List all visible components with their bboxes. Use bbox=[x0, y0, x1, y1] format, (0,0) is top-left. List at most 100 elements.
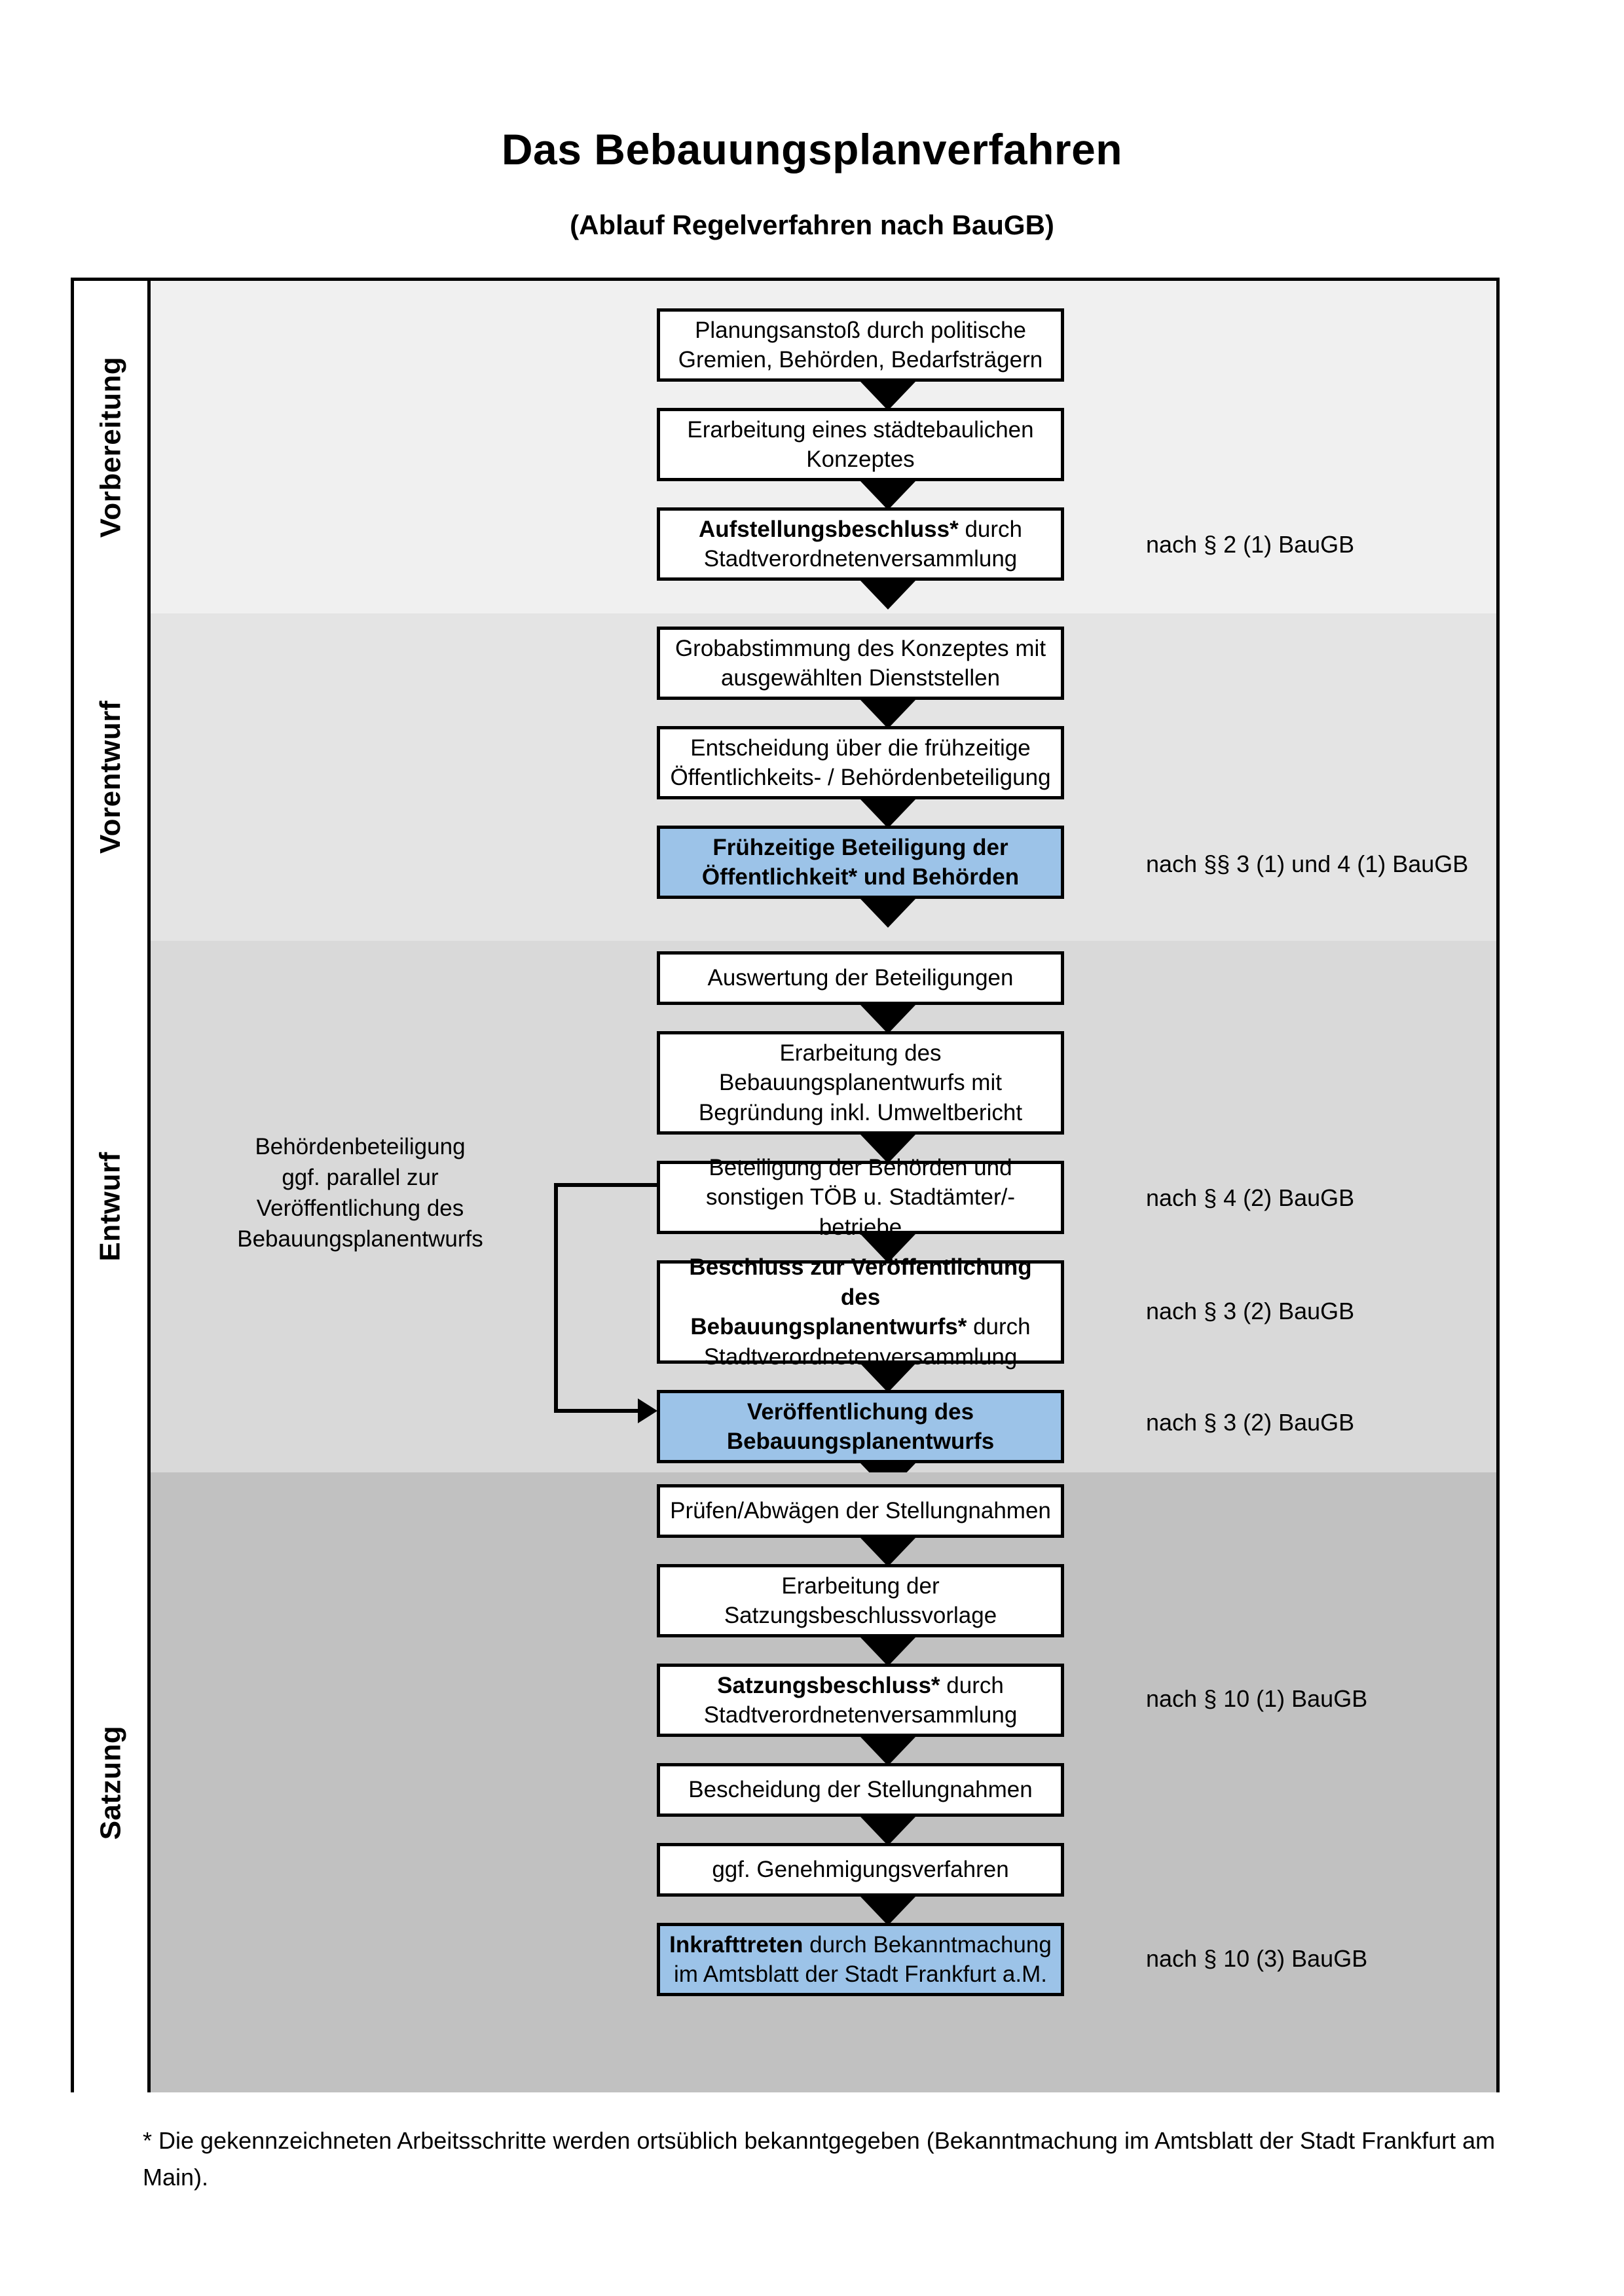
flow-arrow-icon bbox=[860, 1897, 915, 1925]
law-reference: nach § 4 (2) BauGB bbox=[1146, 1184, 1355, 1211]
step-line: Grobabstimmung des Konzeptes mit bbox=[674, 635, 1046, 661]
step-line: Prüfen/Abwägen der Stellungnahmen bbox=[670, 1498, 1051, 1524]
step-auswertung-beteiligungen[interactable]: Auswertung der Beteiligungen bbox=[657, 951, 1064, 1005]
step-line: Stadtverordnetenversammlung bbox=[703, 546, 1018, 572]
phase-label-vorbereitung: Vorbereitung bbox=[74, 281, 151, 613]
step-beteiligung-behoerden-toeb[interactable]: Beteiligung der Behörden und sonstigen T… bbox=[657, 1155, 1064, 1240]
flow-arrow-icon bbox=[860, 1005, 915, 1034]
side-note-line: Bebauungsplanentwurfs bbox=[237, 1226, 483, 1252]
step-line-bold: Bebauungsplanentwurfs* bbox=[690, 1314, 967, 1339]
step-line: Bescheidung der Stellungnahmen bbox=[688, 1777, 1033, 1803]
step-satzungsbeschluss[interactable]: Satzungsbeschluss* durch Stadtverordnete… bbox=[657, 1664, 1064, 1737]
phase-label-satzung: Satzung bbox=[74, 1472, 151, 2092]
law-reference: nach § 3 (2) BauGB bbox=[1146, 1298, 1355, 1324]
step-line-bold: Öffentlichkeit* und Behörden bbox=[701, 864, 1020, 890]
step-line: Erarbeitung der bbox=[781, 1573, 940, 1599]
flow-arrow-icon bbox=[860, 382, 915, 410]
step-line: Erarbeitung des bbox=[779, 1040, 942, 1066]
law-reference: nach §§ 3 (1) und 4 (1) BauGB bbox=[1146, 850, 1469, 877]
step-line: Planungsanstoß durch politische bbox=[695, 317, 1026, 343]
law-reference: nach § 2 (1) BauGB bbox=[1146, 531, 1355, 558]
step-fruehzeitige-beteiligung[interactable]: Frühzeitige Beteiligung der Öffentlichke… bbox=[657, 826, 1064, 899]
step-entscheidung-fruehzeitige-beteiligung[interactable]: Entscheidung über die frühzeitige Öffent… bbox=[657, 726, 1064, 799]
step-inkrafttreten[interactable]: Inkrafttreten durch Bekanntmachung im Am… bbox=[657, 1923, 1064, 1996]
flow-arrow-icon bbox=[860, 700, 915, 729]
step-line-bold: Veröffentlichung des bbox=[747, 1398, 974, 1425]
step-bescheidung-stellungnahmen[interactable]: Bescheidung der Stellungnahmen bbox=[657, 1763, 1064, 1817]
step-line: Begründung inkl. Umweltbericht bbox=[698, 1099, 1023, 1125]
step-line: Auswertung der Beteiligungen bbox=[707, 965, 1014, 991]
phase-body-vorentwurf: Grobabstimmung des Konzeptes mit ausgewä… bbox=[151, 613, 1496, 941]
flowchart-frame: Vorbereitung Planungsanstoß durch politi… bbox=[71, 278, 1500, 2092]
flow-arrow-icon bbox=[860, 1538, 915, 1567]
phase-entwurf: Entwurf Behördenbeteiligung ggf. paralle… bbox=[74, 941, 1496, 1492]
step-planungsanstoss[interactable]: Planungsanstoß durch politische Gremien,… bbox=[657, 308, 1064, 382]
phase-label-text: Entwurf bbox=[94, 1152, 127, 1262]
step-line: Beteiligung der Behörden und bbox=[709, 1154, 1012, 1180]
step-aufstellungsbeschluss[interactable]: Aufstellungsbeschluss* durch Stadtverord… bbox=[657, 507, 1064, 581]
step-line-bold: Aufstellungsbeschluss* bbox=[698, 516, 959, 542]
flow-arrow-icon bbox=[860, 1234, 915, 1263]
step-pruefen-abwaegen[interactable]: Prüfen/Abwägen der Stellungnahmen bbox=[657, 1484, 1064, 1538]
law-reference: nach § 3 (2) BauGB bbox=[1146, 1409, 1355, 1436]
side-note-line: Veröffentlichung des bbox=[256, 1195, 464, 1221]
step-veroeffentlichung-bebauungsplanentwurf[interactable]: Veröffentlichung des Bebauungsplanentwur… bbox=[657, 1390, 1064, 1463]
flow-arrow-icon bbox=[860, 1135, 915, 1163]
step-line: im Amtsblatt der Stadt Frankfurt a.M. bbox=[674, 1961, 1047, 1987]
phase-label-text: Satzung bbox=[94, 1725, 127, 1840]
page-title: Das Bebauungsplanverfahren bbox=[501, 125, 1123, 173]
step-line: ausgewählten Dienststellen bbox=[720, 665, 1001, 691]
step-line: Satzungsbeschlussvorlage bbox=[724, 1603, 997, 1628]
step-line-suffix: durch bbox=[940, 1672, 1004, 1698]
flow-arrow-icon bbox=[860, 1364, 915, 1393]
phase-vorentwurf: Vorentwurf Grobabstimmung des Konzeptes … bbox=[74, 613, 1496, 941]
page-subtitle: (Ablauf Regelverfahren nach BauGB) bbox=[570, 210, 1054, 240]
phase-body-vorbereitung: Planungsanstoß durch politische Gremien,… bbox=[151, 281, 1496, 613]
step-line-bold: Bebauungsplanentwurfs bbox=[726, 1429, 995, 1454]
flow-arrow-icon bbox=[860, 1817, 915, 1846]
step-line-bold: Inkrafttreten bbox=[669, 1931, 803, 1958]
step-line: Entscheidung über die frühzeitige bbox=[690, 735, 1031, 761]
side-note-behoerdenbeteiligung: Behördenbeteiligung ggf. parallel zur Ve… bbox=[190, 1132, 530, 1255]
law-reference: nach § 10 (3) BauGB bbox=[1146, 1945, 1368, 1972]
footnote-text: * Die gekennzeichneten Arbeitsschritte w… bbox=[143, 2127, 1496, 2191]
step-grobabstimmung[interactable]: Grobabstimmung des Konzeptes mit ausgewä… bbox=[657, 627, 1064, 700]
phase-body-satzung: Prüfen/Abwägen der Stellungnahmen Erarbe… bbox=[151, 1472, 1496, 2092]
flow-arrow-icon bbox=[860, 899, 915, 928]
step-erarbeitung-satzungsbeschlussvorlage[interactable]: Erarbeitung der Satzungsbeschlussvorlage bbox=[657, 1564, 1064, 1637]
flow-arrow-icon bbox=[860, 1637, 915, 1666]
step-line: sonstigen TÖB u. Stadtämter/-betriebe bbox=[705, 1184, 1016, 1240]
bracket-bottom-segment bbox=[554, 1409, 638, 1413]
flow-arrow-icon bbox=[860, 581, 915, 610]
flow-arrow-icon bbox=[860, 481, 915, 510]
step-line-bold: Satzungsbeschluss* bbox=[717, 1672, 940, 1698]
side-note-line: ggf. parallel zur bbox=[282, 1164, 439, 1190]
phase-vorbereitung: Vorbereitung Planungsanstoß durch politi… bbox=[74, 281, 1496, 613]
step-line: Stadtverordnetenversammlung bbox=[703, 1702, 1018, 1728]
step-staedtebauliches-konzept[interactable]: Erarbeitung eines städtebaulichen Konzep… bbox=[657, 408, 1064, 481]
step-genehmigungsverfahren[interactable]: ggf. Genehmigungsverfahren bbox=[657, 1843, 1064, 1897]
step-line-bold: Frühzeitige Beteiligung der bbox=[712, 834, 1008, 860]
step-line-suffix: durch bbox=[967, 1314, 1031, 1339]
step-line-bold: Beschluss zur Veröffentlichung des bbox=[689, 1254, 1032, 1310]
step-line-suffix: durch Bekanntmachung bbox=[803, 1931, 1052, 1958]
step-line: ggf. Genehmigungsverfahren bbox=[712, 1857, 1009, 1883]
bracket-arrow-icon bbox=[638, 1398, 657, 1423]
step-line: Öffentlichkeits- / Behördenbeteiligung bbox=[670, 765, 1051, 790]
phase-label-text: Vorentwurf bbox=[94, 701, 126, 854]
step-erarbeitung-bebauungsplanentwurf[interactable]: Erarbeitung des Bebauungsplanentwurfs mi… bbox=[657, 1031, 1064, 1135]
step-line: Konzeptes bbox=[806, 446, 915, 472]
step-line: Bebauungsplanentwurfs mit bbox=[719, 1070, 1002, 1096]
law-reference: nach § 10 (1) BauGB bbox=[1146, 1685, 1368, 1712]
phase-label-vorentwurf: Vorentwurf bbox=[74, 613, 151, 941]
step-line-suffix: durch bbox=[958, 516, 1023, 542]
phase-body-entwurf: Behördenbeteiligung ggf. parallel zur Ve… bbox=[151, 941, 1496, 1492]
flow-arrow-icon bbox=[860, 1737, 915, 1766]
step-line: Gremien, Behörden, Bedarfsträgern bbox=[678, 347, 1043, 373]
phase-label-text: Vorbereitung bbox=[94, 356, 126, 538]
bracket-vertical-segment bbox=[554, 1183, 558, 1413]
step-beschluss-veroeffentlichung[interactable]: Beschluss zur Veröffentlichung des Bebau… bbox=[657, 1254, 1064, 1370]
bracket-top-segment bbox=[554, 1183, 660, 1187]
flow-arrow-icon bbox=[860, 799, 915, 828]
phase-label-entwurf: Entwurf bbox=[74, 941, 151, 1472]
